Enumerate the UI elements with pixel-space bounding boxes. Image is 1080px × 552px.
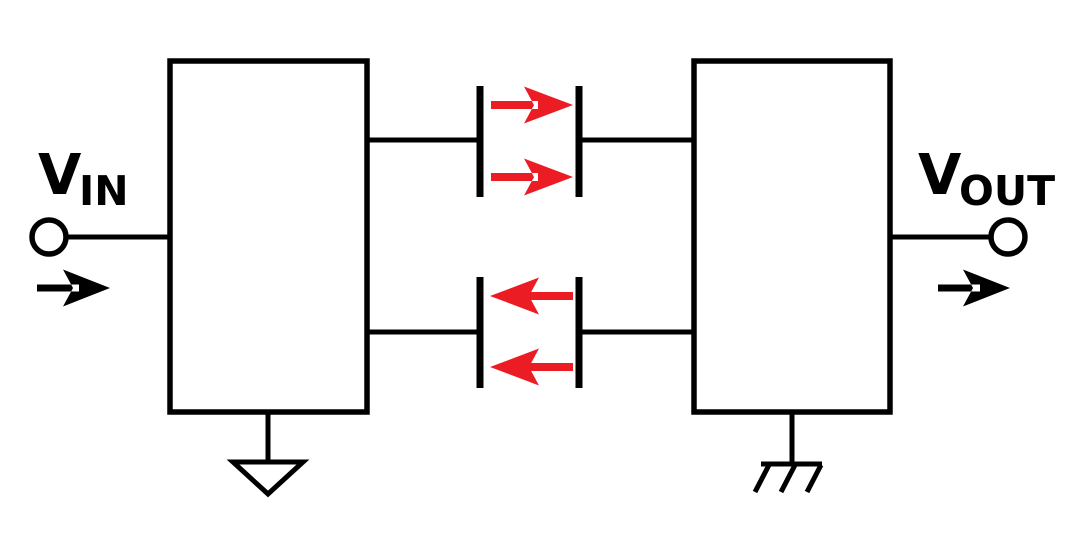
chassis-ground-hatch — [804, 463, 824, 494]
forward-signal-arrow-icon — [491, 86, 573, 124]
earth-ground-icon — [226, 412, 310, 498]
vout-label: V — [918, 143, 962, 208]
vin-label: V — [38, 143, 82, 208]
chassis-ground-icon — [752, 412, 824, 494]
return-signal-arrow-icon — [490, 348, 573, 386]
transmitter-block — [167, 58, 370, 415]
earth-ground-triangle — [226, 459, 310, 498]
output-direction-arrow-icon — [938, 269, 1010, 307]
forward-signal-arrow-icon — [491, 158, 573, 196]
input-direction-arrow-icon — [37, 269, 110, 307]
vin-terminal — [29, 217, 69, 257]
bottom-isolation-capacitor — [367, 277, 694, 388]
vout-terminal — [988, 217, 1028, 257]
vout-label-subscript: OUT — [959, 167, 1055, 215]
chassis-ground-hatch — [752, 463, 772, 494]
receiver-block — [691, 58, 893, 415]
vin-label-subscript: IN — [79, 167, 129, 215]
return-signal-arrow-icon — [490, 277, 573, 315]
chassis-ground-hatch — [778, 463, 798, 494]
top-isolation-capacitor — [367, 86, 694, 197]
